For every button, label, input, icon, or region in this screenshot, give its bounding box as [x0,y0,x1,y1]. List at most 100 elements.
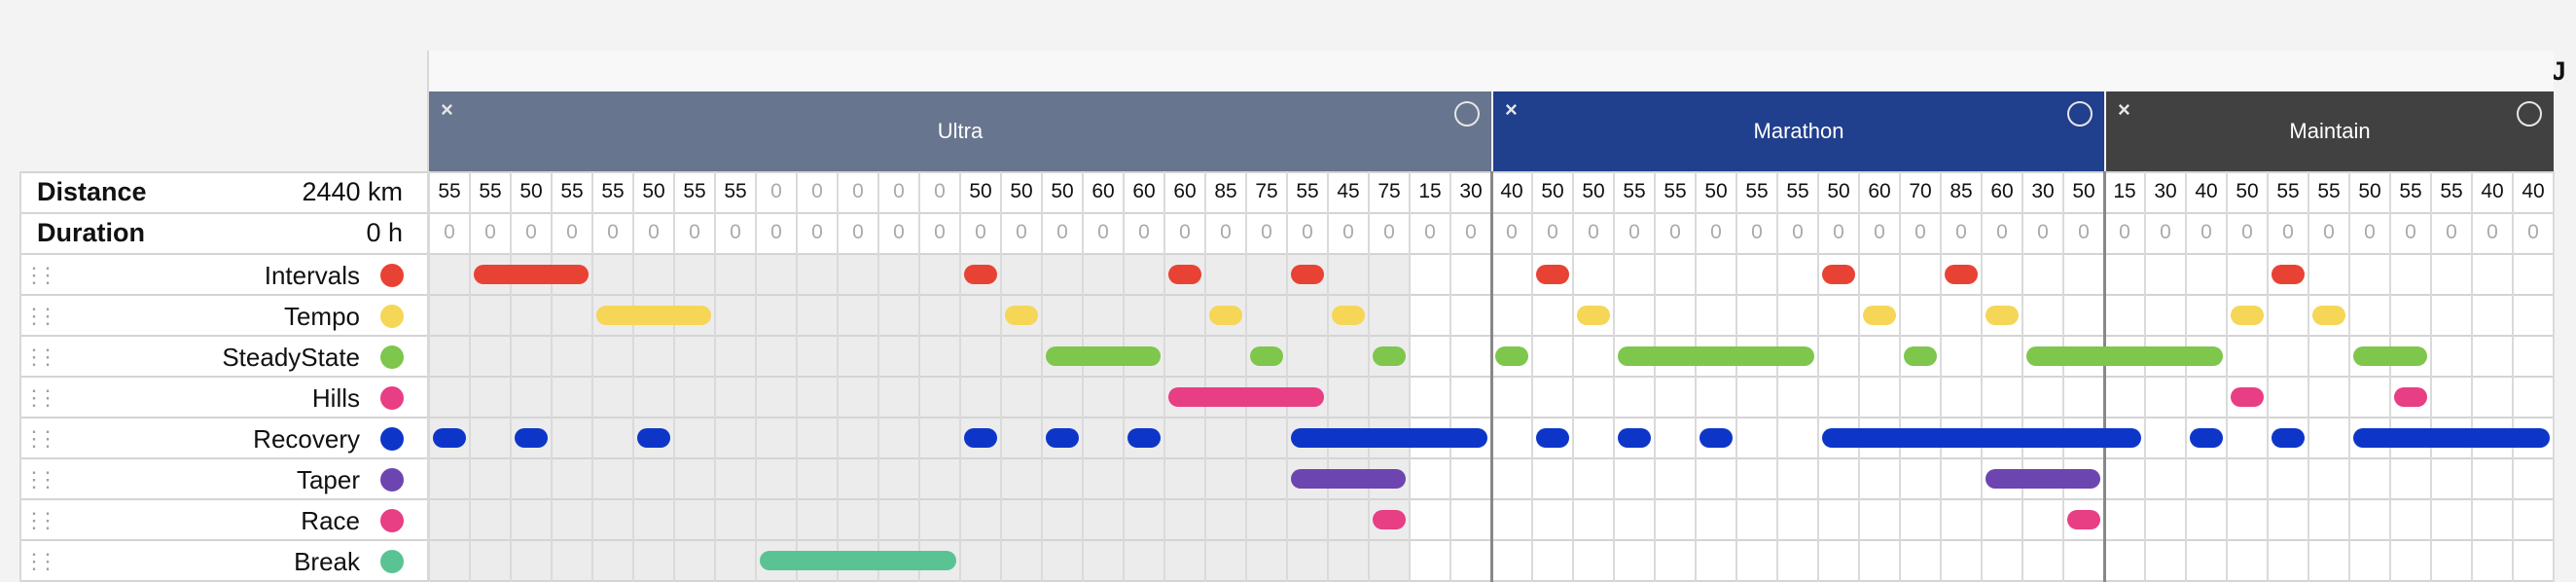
week-duration-cell[interactable]: 0 [1342,221,1354,243]
week-distance-cell[interactable]: 85 [1950,180,1973,202]
week-distance-cell[interactable]: 0 [852,180,864,202]
week-duration-cell[interactable]: 0 [852,221,864,243]
week-duration-cell[interactable]: 0 [1874,221,1885,243]
week-duration-cell[interactable]: 0 [1669,221,1681,243]
week-duration-cell[interactable]: 0 [607,221,619,243]
week-distance-cell[interactable]: 0 [934,180,946,202]
week-duration-cell[interactable]: 0 [2405,221,2416,243]
week-distance-cell[interactable]: 55 [1296,180,1319,202]
week-distance-cell[interactable]: 15 [1418,180,1442,202]
workout-bar-intervals[interactable] [2272,265,2305,284]
workout-bar-steadystate[interactable] [1495,346,1528,366]
week-distance-cell[interactable]: 60 [1868,180,1891,202]
week-distance-cell[interactable]: 40 [2522,180,2545,202]
phase-marathon[interactable]: ×Marathon [1493,91,2104,171]
week-duration-cell[interactable]: 0 [1138,221,1150,243]
week-duration-cell[interactable]: 0 [1261,221,1272,243]
week-distance-cell[interactable]: 55 [2317,180,2341,202]
week-distance-cell[interactable]: 30 [2154,180,2177,202]
week-distance-cell[interactable]: 55 [1745,180,1769,202]
week-distance-cell[interactable]: 50 [642,180,665,202]
workout-bar-intervals[interactable] [1822,265,1855,284]
week-duration-cell[interactable]: 0 [1097,221,1109,243]
week-duration-cell[interactable]: 0 [525,221,537,243]
week-duration-cell[interactable]: 0 [1465,221,1477,243]
week-duration-cell[interactable]: 0 [1220,221,1232,243]
week-distance-cell[interactable]: 70 [1909,180,1932,202]
week-distance-cell[interactable]: 55 [724,180,747,202]
week-duration-cell[interactable]: 0 [2119,221,2130,243]
workout-bar-intervals[interactable] [1168,265,1201,284]
workout-color-dot[interactable] [380,386,404,410]
week-duration-cell[interactable]: 0 [1710,221,1722,243]
week-duration-cell[interactable]: 0 [484,221,496,243]
workout-bar-tempo[interactable] [596,306,711,325]
week-distance-cell[interactable]: 50 [1541,180,1564,202]
week-distance-cell[interactable]: 0 [893,180,905,202]
week-distance-cell[interactable]: 55 [1623,180,1646,202]
week-duration-cell[interactable]: 0 [2200,221,2212,243]
workout-bar-steadystate[interactable] [1904,346,1937,366]
week-duration-cell[interactable]: 0 [2487,221,2498,243]
workout-bar-recovery[interactable] [1536,428,1569,448]
week-duration-cell[interactable]: 0 [893,221,905,243]
workout-bar-tempo[interactable] [1005,306,1038,325]
circle-icon[interactable] [2517,101,2542,127]
workout-bar-taper[interactable] [1291,469,1406,489]
workout-bar-race[interactable] [2067,510,2100,529]
workout-bar-steadystate[interactable] [1046,346,1161,366]
week-distance-cell[interactable]: 30 [1459,180,1483,202]
workout-bar-intervals[interactable] [1536,265,1569,284]
week-distance-cell[interactable]: 75 [1377,180,1401,202]
workout-bar-steadystate[interactable] [1373,346,1406,366]
week-duration-cell[interactable]: 0 [1914,221,1926,243]
week-duration-cell[interactable]: 0 [1179,221,1191,243]
week-distance-cell[interactable]: 50 [1051,180,1074,202]
week-duration-cell[interactable]: 0 [1424,221,1436,243]
week-distance-cell[interactable]: 0 [811,180,823,202]
week-distance-cell[interactable]: 60 [1173,180,1197,202]
week-distance-cell[interactable]: 40 [2481,180,2504,202]
week-distance-cell[interactable]: 55 [1664,180,1687,202]
week-distance-cell[interactable]: 50 [519,180,543,202]
workout-bar-intervals[interactable] [474,265,589,284]
week-distance-cell[interactable]: 55 [438,180,461,202]
workout-bar-tempo[interactable] [1863,306,1896,325]
workout-bar-steadystate[interactable] [1618,346,1814,366]
workout-color-dot[interactable] [380,468,404,491]
week-duration-cell[interactable]: 0 [2364,221,2376,243]
workout-bar-taper[interactable] [1986,469,2100,489]
week-duration-cell[interactable]: 0 [1588,221,1599,243]
close-icon[interactable]: × [1505,97,1518,122]
workout-bar-recovery[interactable] [2272,428,2305,448]
week-distance-cell[interactable]: 50 [969,180,992,202]
week-distance-cell[interactable]: 50 [2072,180,2095,202]
week-distance-cell[interactable]: 15 [2113,180,2136,202]
workout-color-dot[interactable] [380,427,404,451]
week-duration-cell[interactable]: 0 [1302,221,1313,243]
week-distance-cell[interactable]: 50 [2236,180,2259,202]
workout-bar-recovery[interactable] [1127,428,1161,448]
week-duration-cell[interactable]: 0 [2527,221,2539,243]
week-duration-cell[interactable]: 0 [1751,221,1763,243]
week-duration-cell[interactable]: 0 [1628,221,1640,243]
workout-bar-tempo[interactable] [1209,306,1242,325]
workout-bar-steadystate[interactable] [2353,346,2427,366]
week-distance-cell[interactable]: 55 [601,180,625,202]
week-duration-cell[interactable]: 0 [1792,221,1804,243]
week-distance-cell[interactable]: 55 [2276,180,2300,202]
week-distance-cell[interactable]: 40 [1500,180,1523,202]
workout-color-dot[interactable] [380,305,404,328]
workout-bar-steadystate[interactable] [2026,346,2223,366]
workout-bar-recovery[interactable] [637,428,670,448]
week-distance-cell[interactable]: 75 [1255,180,1278,202]
week-duration-cell[interactable]: 0 [1506,221,1518,243]
workout-bar-break[interactable] [760,551,956,570]
circle-icon[interactable] [2067,101,2093,127]
workout-color-dot[interactable] [380,346,404,369]
phase-maintain[interactable]: ×Maintain [2106,91,2554,171]
workout-color-dot[interactable] [380,264,404,287]
workout-bar-hills[interactable] [2231,387,2264,407]
workout-bar-race[interactable] [1373,510,1406,529]
week-distance-cell[interactable]: 50 [1010,180,1033,202]
